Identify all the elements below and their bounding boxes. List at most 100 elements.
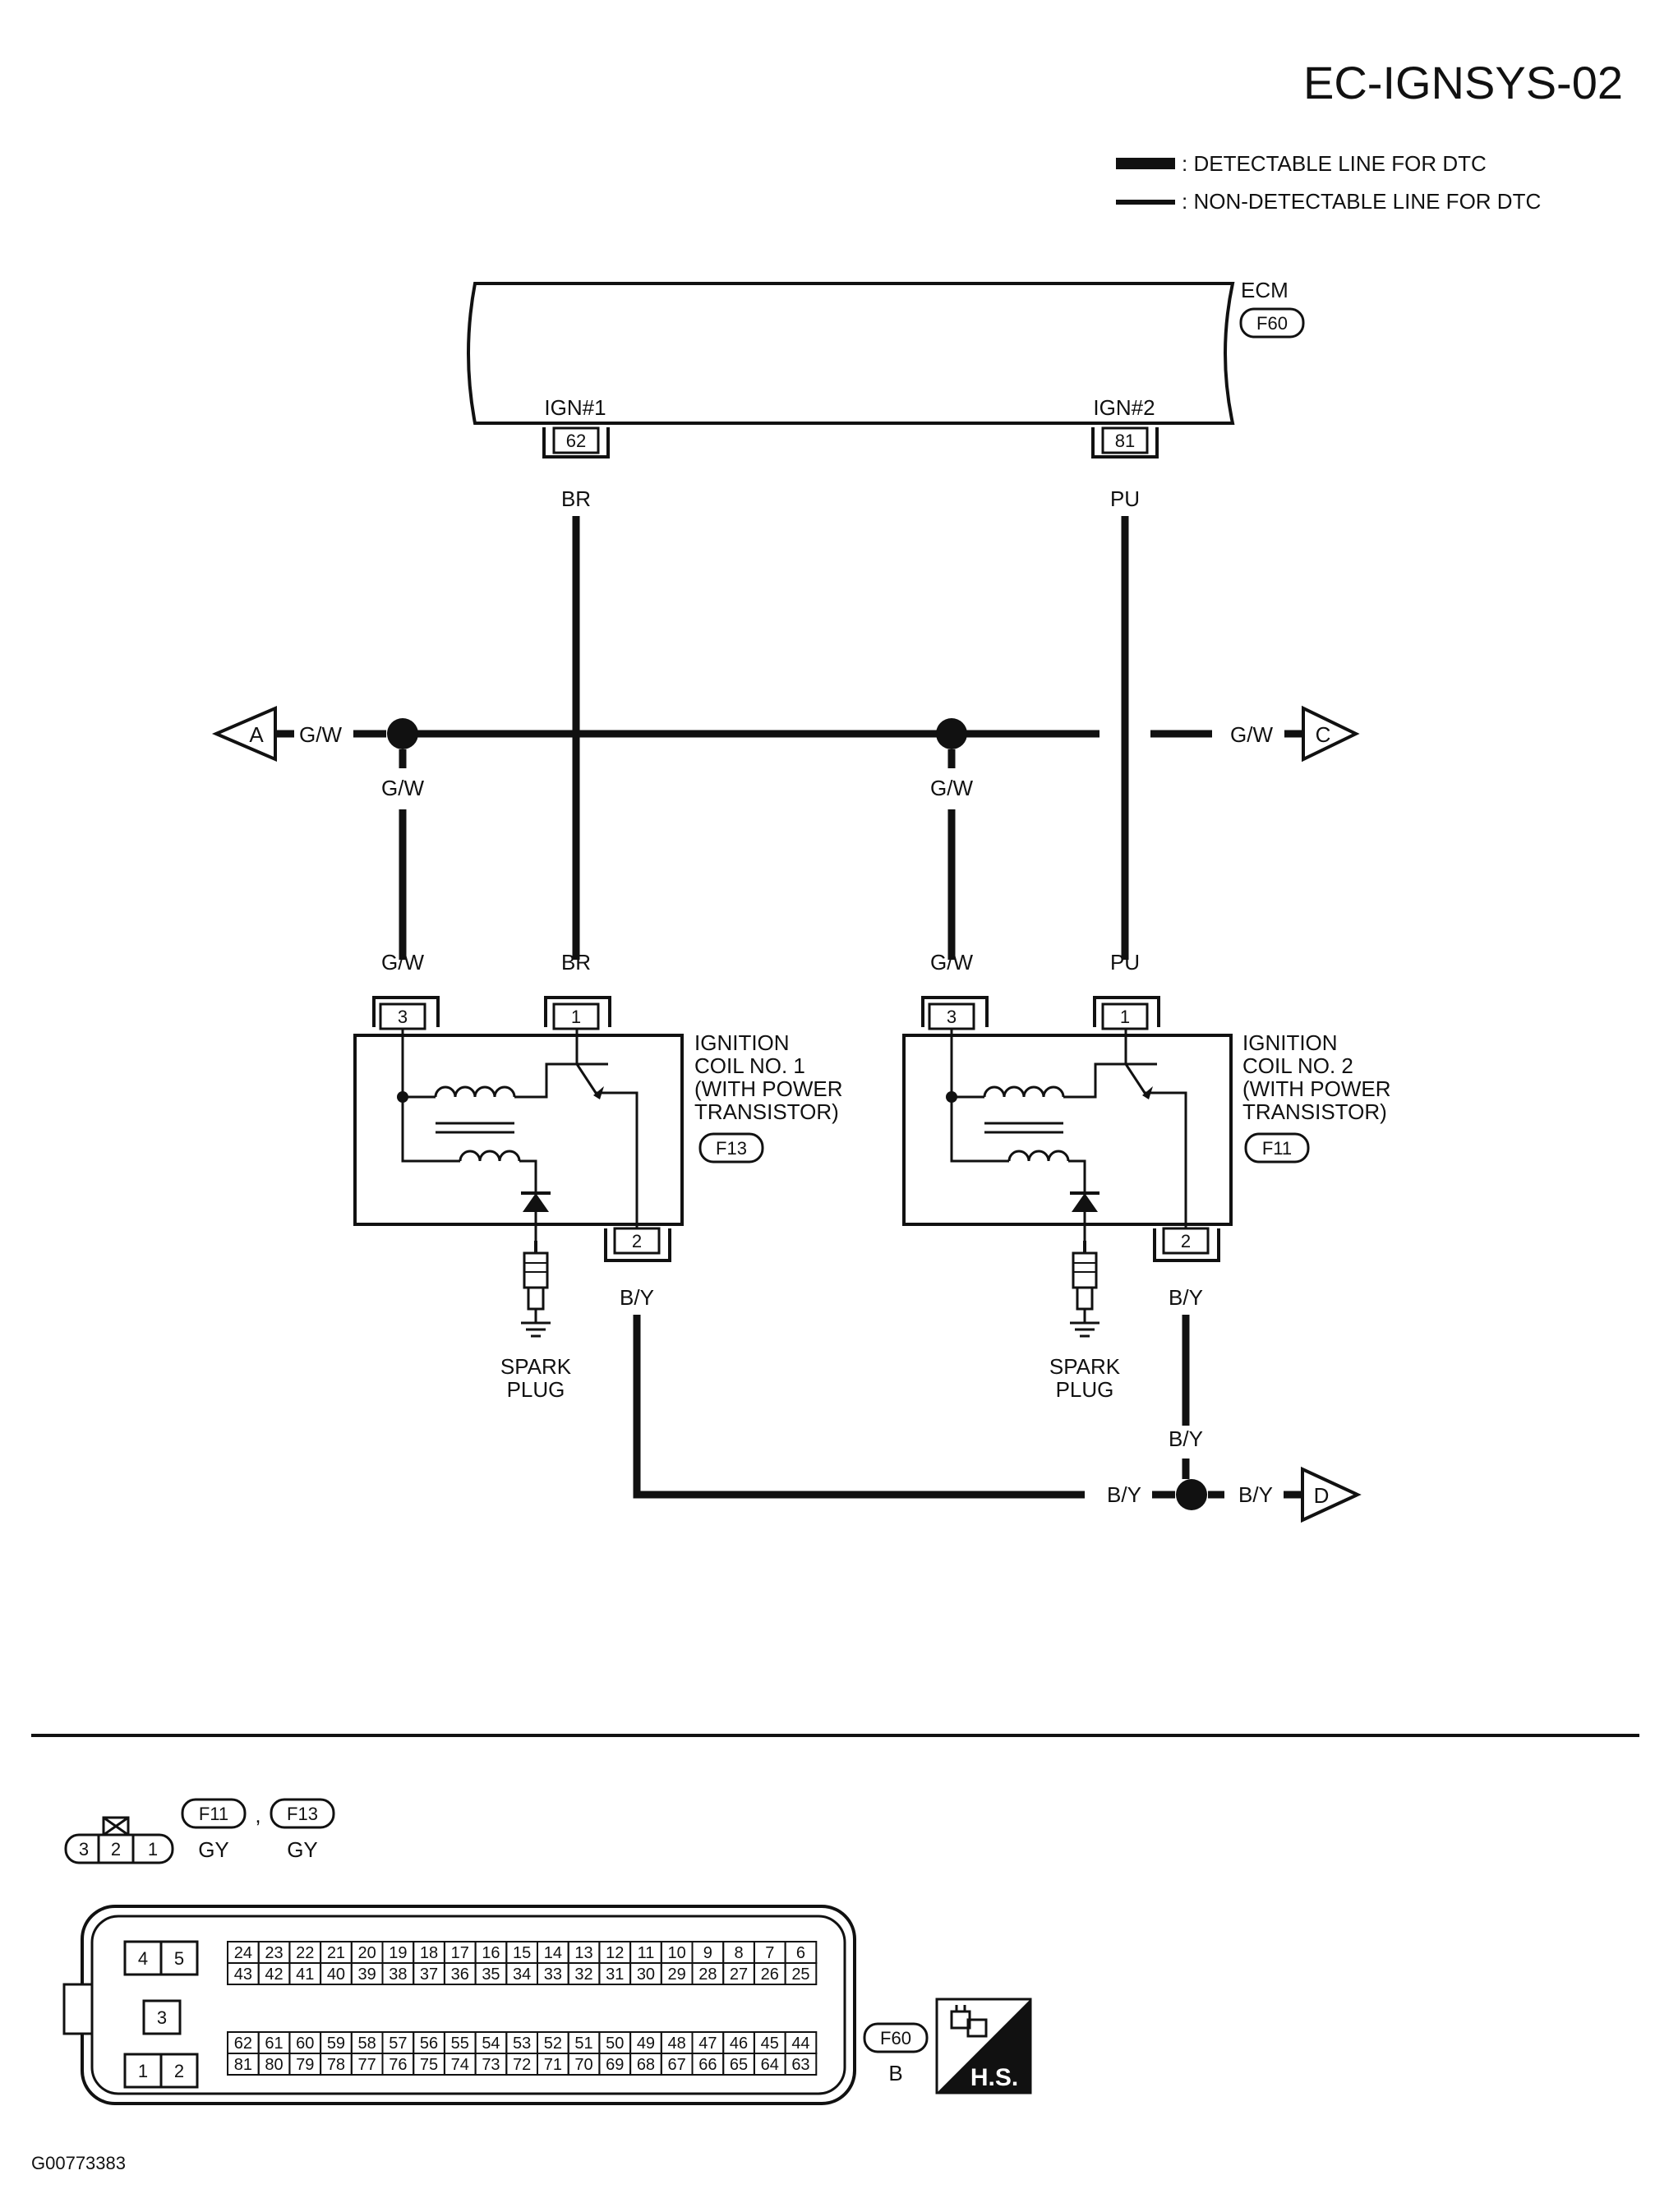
face-pin-3: 3 [79,1839,89,1859]
ecm-face-pin-53: 53 [513,2035,531,2053]
legend-f60-text: F60 [880,2028,911,2048]
line-legend: : DETECTABLE LINE FOR DTC : NON-DETECTAB… [1116,151,1541,214]
ecm-face-pin-81: 81 [234,2056,252,2074]
ecm-face-pin-30: 30 [637,1965,655,1984]
non-detectable-line-swatch [1116,200,1175,205]
ecm-face-pin-39: 39 [358,1965,376,1984]
coil1-title-line2: COIL NO. 1 [694,1053,805,1078]
ecm-face-pin-27: 27 [730,1965,748,1984]
ecm-connector-badge [1239,307,1305,339]
coil1-pin-3: 3 [398,1007,408,1027]
coil2-housing [902,1034,1233,1226]
ecm-face-pin-48: 48 [668,2035,686,2053]
coil2-title-line1: IGNITION [1242,1030,1338,1055]
wire-pu-top-label: PU [1110,486,1140,511]
legend-f13-text: F13 [287,1804,318,1824]
ecm-face-pin-78: 78 [327,2056,345,2074]
ecm-face-pin-72: 72 [513,2056,531,2074]
face-pin-2: 2 [111,1839,121,1859]
coil2-title-line2: COIL NO. 2 [1242,1053,1353,1078]
ecm-face-pin-28: 28 [698,1965,717,1984]
coil2-by-label: B/Y [1169,1285,1203,1310]
ecm-face-pin-64: 64 [761,2056,779,2074]
ecm-face-pin-34: 34 [513,1965,531,1984]
ecm-face-pin-40: 40 [327,1965,345,1984]
ecm-face-pin-75: 75 [420,2056,438,2074]
ecm-face-pin-66: 66 [698,2056,717,2074]
coil-connector-face: 3 2 1 [64,1816,174,1864]
ecm-face-pin-36: 36 [451,1965,469,1984]
ecm-face-pin-47: 47 [698,2035,717,2053]
coil1-power-transistor [575,1063,638,1228]
ecm-face-pin-42: 42 [265,1965,283,1984]
ecm-face-pin-12: 12 [606,1944,624,1962]
coil1-housing [353,1034,684,1226]
legend-separator: , [255,1803,260,1827]
gw-bus: A G/W G/W C [211,705,1360,763]
ecm-face-pin-74: 74 [451,2056,469,2074]
ecm-face-pin-76: 76 [389,2056,407,2074]
ecm-face-pin-11: 11 [638,1944,655,1962]
ref-d-label: D [1314,1483,1330,1508]
ecm-face-pin-10: 10 [668,1944,686,1962]
ecm-face-pin-57: 57 [389,2035,407,2053]
coil1-pin-1: 1 [571,1007,581,1027]
face-pin-1b: 1 [138,2061,148,2081]
ecm-face-pin-41: 41 [296,1965,314,1984]
ecm-face-pin-14: 14 [544,1944,562,1962]
coil1-gw-upper-label: G/W [381,776,424,800]
coil2-spark-plug-icon [1070,1241,1099,1338]
coil2-title-line4: TRANSISTOR) [1242,1099,1387,1124]
ground-bus-left-label: B/Y [1107,1482,1141,1507]
hs-connector-icon: H.S. [935,1998,1032,2094]
ecm-face-pin-43: 43 [234,1965,252,1984]
coil1-connector-badge [698,1132,764,1164]
coil1-connector-text: F13 [716,1138,747,1159]
ecm-face-pin-17: 17 [451,1944,469,1962]
non-detectable-legend-text: : NON-DETECTABLE LINE FOR DTC [1182,189,1541,214]
detectable-legend-text: : DETECTABLE LINE FOR DTC [1182,151,1487,176]
ecm-face-pin-73: 73 [482,2056,500,2074]
ecm-face-pin-69: 69 [606,2056,624,2074]
legend-f11-color: GY [198,1837,229,1862]
ecm-connector-text: F60 [1256,313,1288,334]
coil2-diode [1072,1193,1098,1212]
coil2-pin-3: 3 [947,1007,957,1027]
coil2-spark-plug-label-2: PLUG [1056,1377,1114,1402]
ecm-pin-62-connector: 62 [542,426,610,459]
face-pin-3b: 3 [157,2007,167,2028]
legend-f13-badge [270,1798,335,1829]
ecm-face-pin-cell [784,2053,818,2076]
detectable-line-swatch [1116,158,1175,169]
ecm-face-pin-29: 29 [668,1965,686,1984]
ecm-face-pin-58: 58 [358,2035,376,2053]
coil1-br-lower-label: BR [561,950,591,975]
splice-left [387,718,418,749]
ecm-face-pin-7: 7 [765,1944,774,1962]
ecm-face-pin-71: 71 [544,2056,562,2074]
coil2-secondary-winding [1007,1150,1070,1162]
ecm-face-pin-79: 79 [296,2056,314,2074]
footer-code: G00773383 [31,2153,126,2173]
ecm-face-pin-44: 44 [791,2035,809,2053]
coil2-power-transistor [1124,1063,1187,1228]
ecm-face-pin-35: 35 [482,1965,500,1984]
ref-arrow-d [1301,1466,1362,1523]
ecm-face-pin-22: 22 [296,1944,314,1962]
coil1-title-line1: IGNITION [694,1030,790,1055]
coil2-by-lower-label: B/Y [1169,1426,1203,1451]
ecm-face-pin-50: 50 [606,2035,624,2053]
ecm-face-pin-31: 31 [606,1965,624,1984]
ref-a-label: A [249,722,264,747]
ecm-face-pin-70: 70 [574,2056,592,2074]
coil1-title-line3: (WITH POWER [694,1076,843,1101]
ecm-face-pin-24: 24 [234,1944,252,1962]
coil1-diode [523,1193,549,1212]
face-pin-2b: 2 [174,2061,184,2081]
ecm-pin-62: 62 [566,431,586,451]
ecm-face-pin-18: 18 [420,1944,438,1962]
coil2-primary-winding [983,1085,1065,1098]
ecm-face-pin-cell [784,1962,818,1985]
bus-right-wire-label: G/W [1230,722,1273,747]
ecm-face-pin-15: 15 [513,1944,531,1962]
